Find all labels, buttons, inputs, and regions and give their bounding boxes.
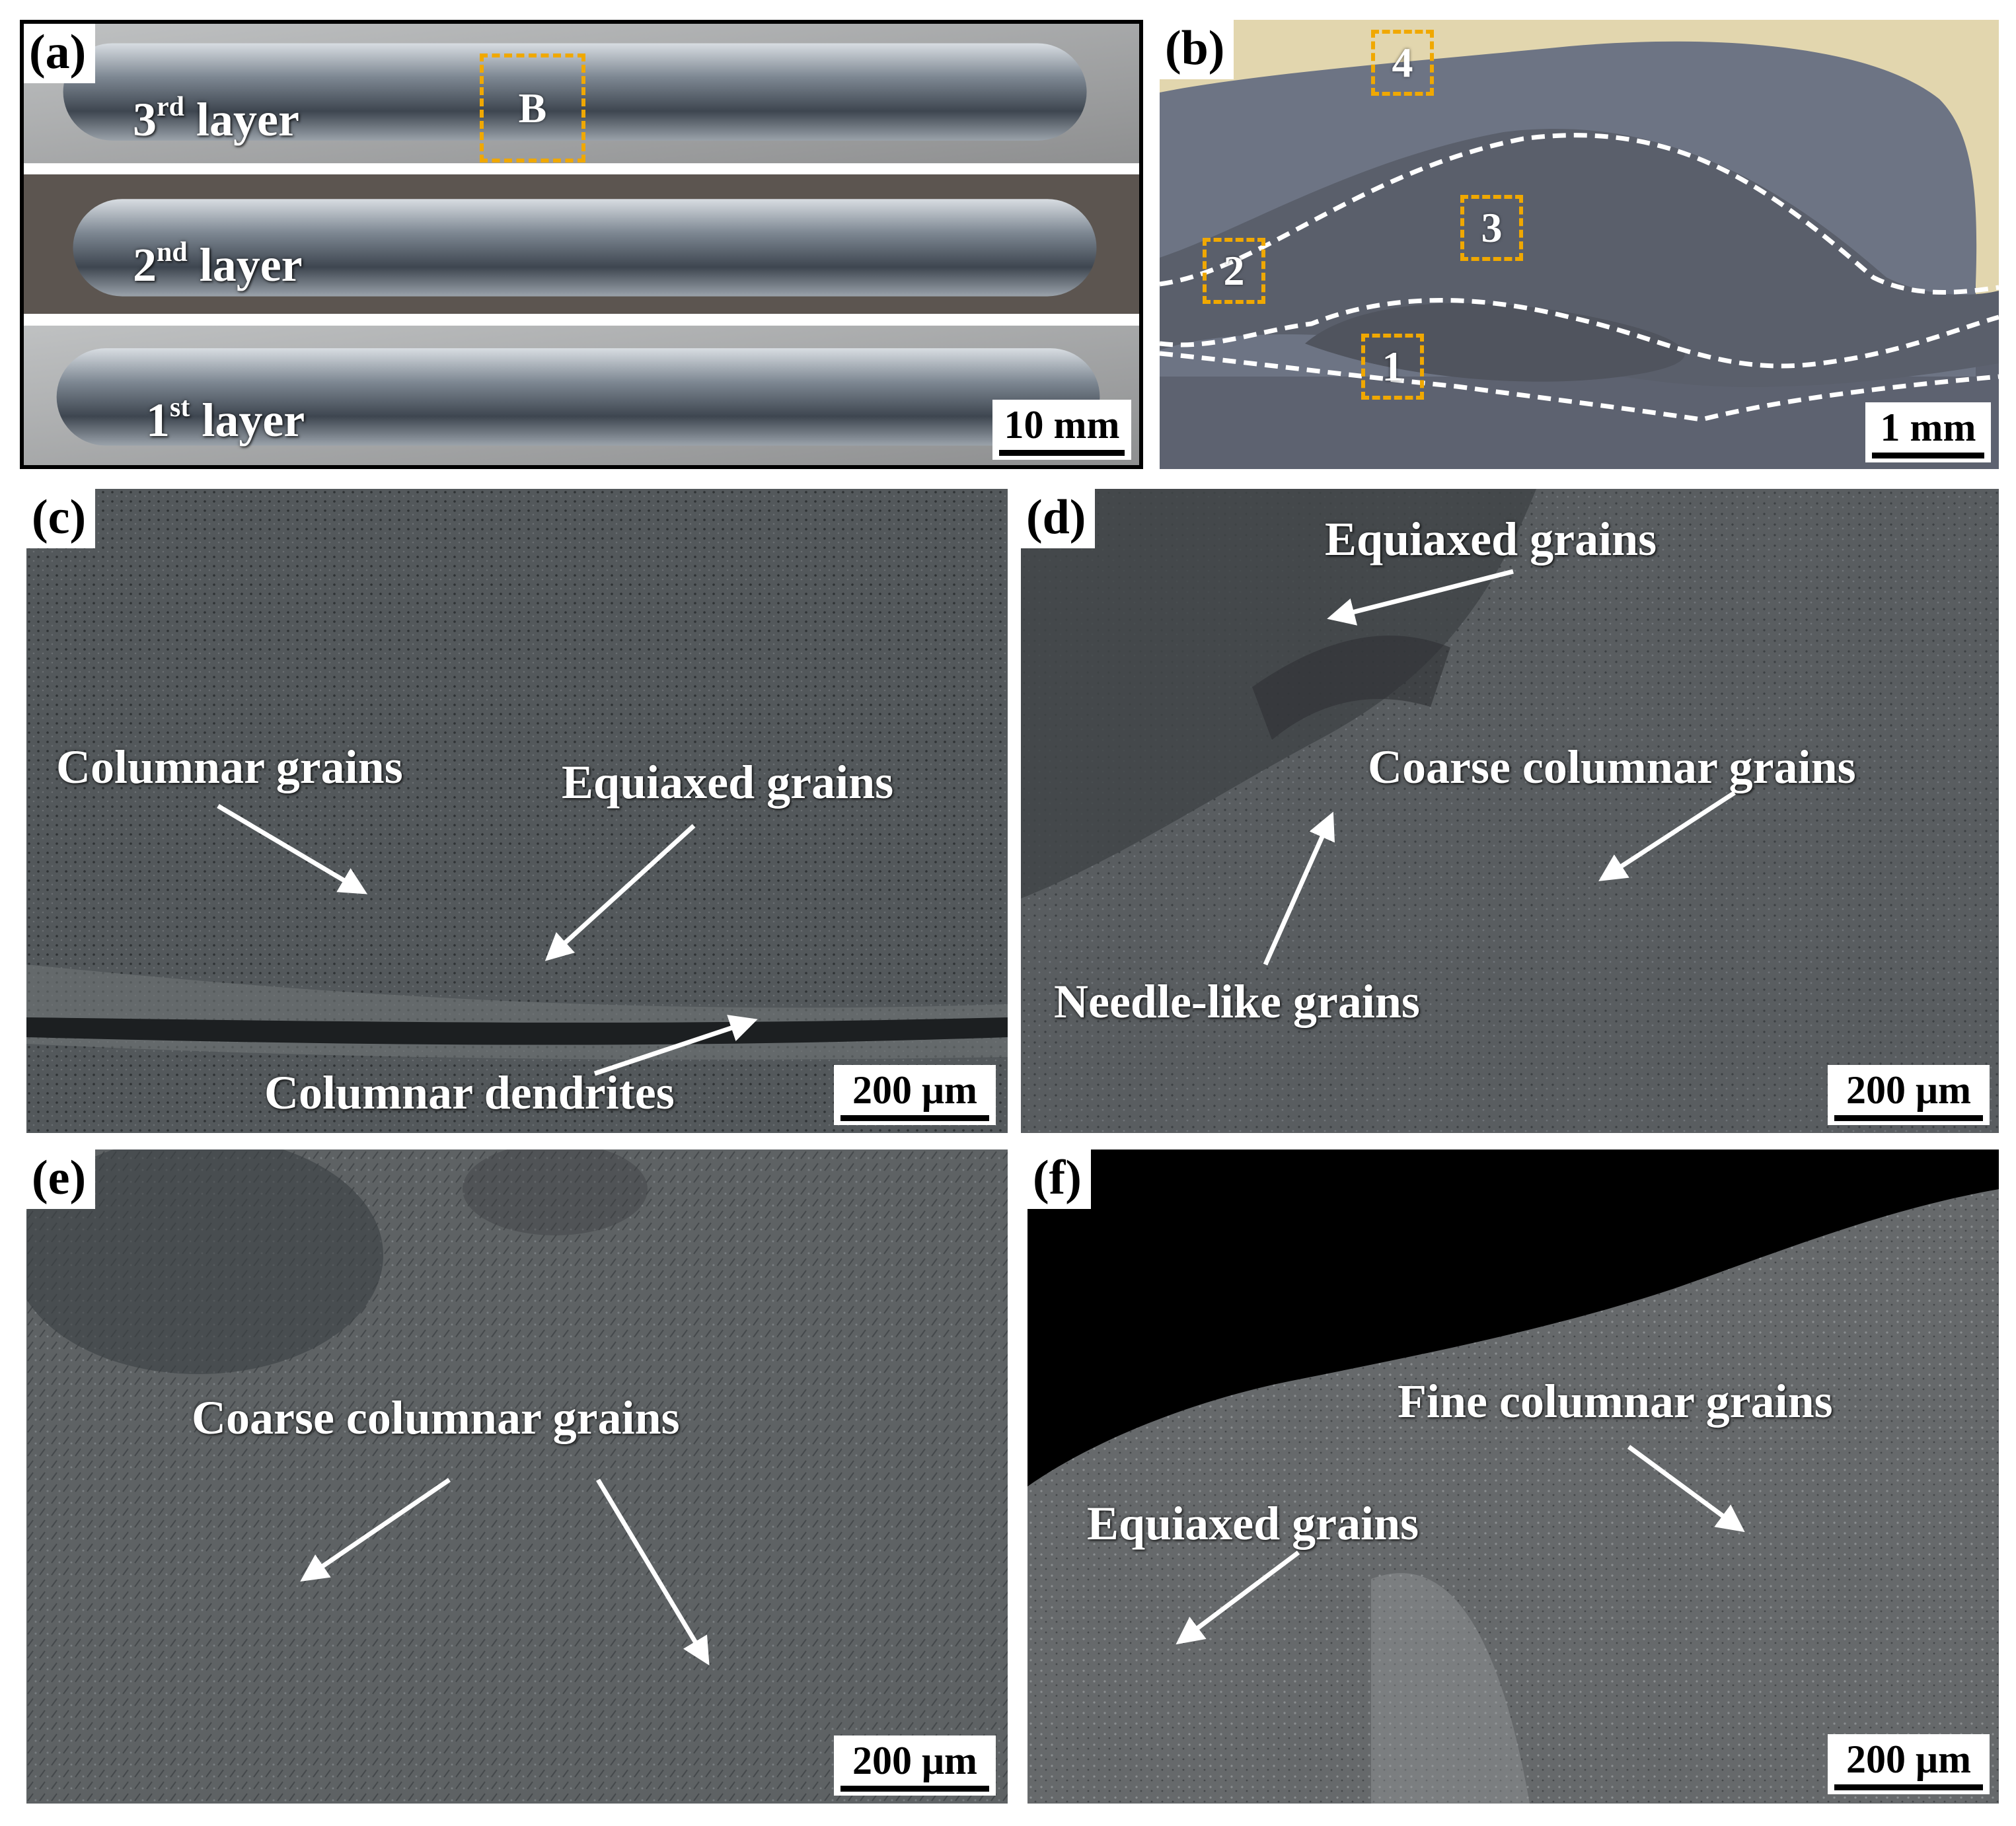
layer-label-1: 1st layer xyxy=(146,392,305,447)
scale-bar-c: 200 μm xyxy=(834,1065,996,1125)
scale-bar-c-text: 200 μm xyxy=(852,1068,977,1112)
scale-bar-d-line xyxy=(1834,1115,1983,1121)
panel-b: (b) 1 2 3 4 1 mm xyxy=(1160,20,1999,469)
scale-bar-c-line xyxy=(840,1115,989,1121)
panel-label-d: (d) xyxy=(1021,489,1096,548)
annotation-coarse-columnar-grains: Coarse columnar grains xyxy=(192,1391,680,1444)
panel-d: (d) Equiaxed grains Coarse columnar grai… xyxy=(1021,489,1999,1133)
panel-b-cross-section xyxy=(1160,20,1999,469)
panel-c: (c) Columnar grains Equiaxed grains Colu… xyxy=(26,489,1008,1133)
scale-bar-b: 1 mm xyxy=(1865,402,1991,462)
panel-label-e: (e) xyxy=(26,1150,96,1209)
annotation-fine-columnar-grains: Fine columnar grains xyxy=(1398,1375,1833,1428)
panel-a-photo xyxy=(24,24,1139,465)
panel-d-micrograph xyxy=(1021,489,1999,1133)
annotation-coarse-columnar-grains: Coarse columnar grains xyxy=(1368,741,1856,793)
scale-bar-d: 200 μm xyxy=(1828,1065,1990,1125)
zone-box-4: 4 xyxy=(1371,30,1434,96)
panel-a: (a) 3rd layer 2nd layer 1st layer B 10 m… xyxy=(20,20,1143,469)
scale-bar-a-text: 10 mm xyxy=(1004,403,1120,447)
annotation-equiaxed-grains: Equiaxed grains xyxy=(1325,513,1657,566)
annotation-equiaxed-grains: Equiaxed grains xyxy=(1087,1497,1419,1550)
zone-box-1: 1 xyxy=(1361,334,1424,400)
scale-bar-e-text: 200 μm xyxy=(852,1739,977,1782)
panel-c-micrograph xyxy=(26,489,1008,1133)
scale-bar-b-text: 1 mm xyxy=(1880,406,1976,449)
panel-f-micrograph xyxy=(1027,1150,1999,1804)
scale-bar-f-line xyxy=(1834,1784,1983,1790)
layer-label-3: 3rd layer xyxy=(133,92,299,146)
scale-bar-f: 200 μm xyxy=(1828,1734,1990,1794)
panel-e-micrograph xyxy=(26,1150,1008,1804)
annotation-needle-like-grains: Needle-like grains xyxy=(1054,975,1420,1028)
scale-bar-a: 10 mm xyxy=(992,400,1131,460)
panel-label-c: (c) xyxy=(26,489,96,548)
scale-bar-e-line xyxy=(840,1786,989,1792)
scale-bar-d-text: 200 μm xyxy=(1846,1068,1971,1112)
panel-label-f: (f) xyxy=(1027,1150,1091,1209)
annotation-columnar-dendrites: Columnar dendrites xyxy=(264,1066,675,1119)
scale-bar-f-text: 200 μm xyxy=(1846,1737,1971,1781)
scale-bar-e: 200 μm xyxy=(834,1735,996,1796)
panel-label-a: (a) xyxy=(24,24,96,83)
annotation-equiaxed-grains: Equiaxed grains xyxy=(562,756,894,809)
panel-label-b: (b) xyxy=(1160,20,1234,79)
region-box-b: B xyxy=(480,54,585,163)
scale-bar-b-line xyxy=(1872,453,1984,458)
annotation-columnar-grains: Columnar grains xyxy=(56,741,403,793)
panel-e: (e) Coarse columnar grains 200 μm xyxy=(26,1150,1008,1804)
zone-box-2: 2 xyxy=(1203,238,1265,304)
zone-box-3: 3 xyxy=(1460,195,1523,261)
layer-label-2: 2nd layer xyxy=(133,237,303,291)
scale-bar-a-line xyxy=(999,450,1125,456)
panel-f: (f) Fine columnar grains Equiaxed grains… xyxy=(1027,1150,1999,1804)
